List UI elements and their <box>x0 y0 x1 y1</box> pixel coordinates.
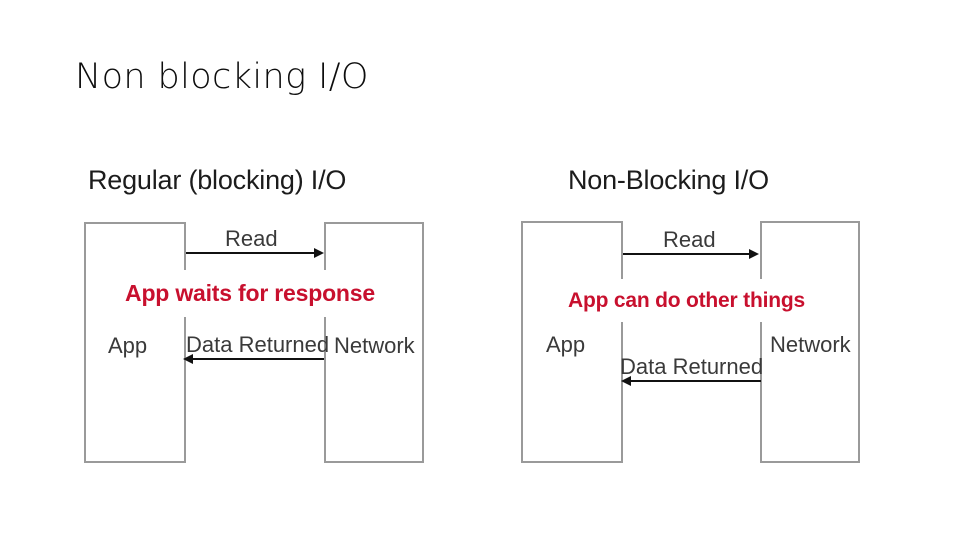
read-arrow-head-icon <box>314 248 324 258</box>
figure-title: Non-Blocking I/O <box>568 165 769 195</box>
data-returned-arrow-head-icon <box>621 376 631 386</box>
read-arrow-label: Read <box>225 226 278 251</box>
data-returned-arrow-head-icon <box>183 354 193 364</box>
app-pillar-box <box>84 222 186 463</box>
page-title: Non blocking I/O <box>75 57 369 97</box>
app-pillar-label: App <box>108 333 148 358</box>
data-returned-arrow-label: Data Returned <box>186 332 330 357</box>
read-arrow-line <box>186 252 316 254</box>
network-pillar-box <box>324 222 424 463</box>
read-arrow-label: Read <box>663 227 716 252</box>
read-arrow-line <box>623 253 751 255</box>
figure-regular-blocking-io: Regular (blocking) I/O Read App Data Ret… <box>0 0 480 540</box>
network-pillar-label: Network <box>334 333 415 358</box>
data-returned-arrow-line <box>630 380 761 382</box>
data-returned-arrow-line <box>192 358 324 360</box>
app-pillar-box <box>521 221 623 463</box>
callout-banner-text: App waits for response <box>125 280 375 306</box>
network-pillar-label: Network <box>770 332 851 357</box>
app-pillar-label: App <box>546 332 586 357</box>
callout-banner: App waits for response <box>109 267 391 320</box>
callout-banner-text: App can do other things <box>568 288 805 312</box>
figure-title: Regular (blocking) I/O <box>88 165 347 195</box>
data-returned-arrow-label: Data Returned <box>620 354 764 379</box>
callout-banner: App can do other things <box>538 276 835 325</box>
read-arrow-head-icon <box>749 249 759 259</box>
network-pillar-box <box>760 221 860 463</box>
figure-non-blocking-io: Non-Blocking I/O Read App Data Returned … <box>480 0 960 540</box>
